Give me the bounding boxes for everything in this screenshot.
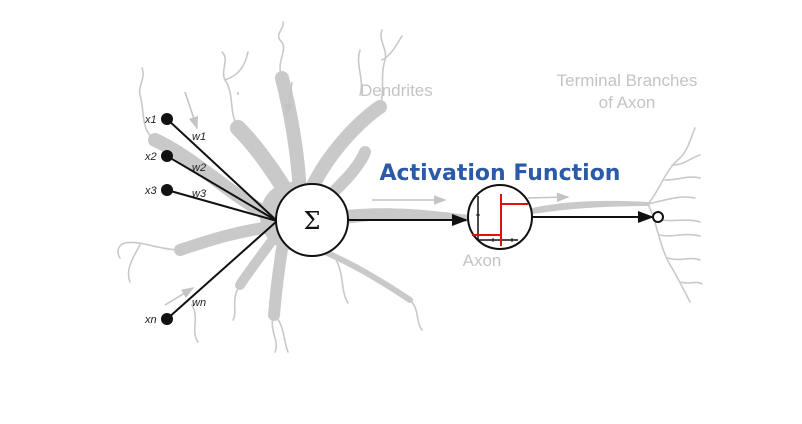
- input-node-x1: [161, 113, 173, 125]
- input-label-x2: x2: [144, 151, 157, 163]
- dendrites-label: Dendrites: [360, 81, 433, 100]
- activation-function-title: Activation Function: [380, 161, 621, 186]
- weight-label-w1: w1: [192, 131, 206, 143]
- input-label-x1: x1: [144, 114, 157, 126]
- weight-labels: w1 w2 w3 wn: [192, 131, 207, 309]
- terminal-branches-label-line1: Terminal Branches: [557, 71, 698, 90]
- weight-label-w2: w2: [192, 162, 206, 174]
- step-function-plot: [472, 194, 528, 246]
- wire-x1: [166, 118, 278, 222]
- input-labels: x1 x2 x3 xn: [144, 114, 158, 326]
- wire-x3: [166, 189, 278, 222]
- input-nodes: [161, 113, 173, 325]
- input-node-x2: [161, 150, 173, 162]
- activation-node: [467, 184, 533, 250]
- flow-arrow-axon-2: [527, 192, 570, 203]
- weight-label-w3: w3: [192, 188, 207, 200]
- input-label-x3: x3: [144, 185, 158, 197]
- summation-node: Σ: [275, 183, 349, 257]
- output-node: [652, 211, 664, 223]
- wire-x2: [166, 155, 278, 222]
- input-wires: [166, 118, 278, 320]
- neuron-cell-body: [148, 71, 648, 321]
- flow-arrow-dendrite-1: [184, 91, 199, 130]
- weight-label-wn: wn: [192, 297, 206, 309]
- dendrite-branches: [117, 21, 423, 353]
- input-node-x3: [161, 184, 173, 196]
- flow-arrow-dendrite-2: [283, 81, 294, 117]
- input-node-xn: [161, 313, 173, 325]
- input-label-xn: xn: [144, 314, 157, 326]
- flow-arrow-dendrite-3: [164, 287, 195, 306]
- axon-label: Axon: [463, 251, 502, 270]
- wire-xn: [166, 220, 278, 320]
- axon-terminal-branches: [647, 127, 703, 303]
- sigma-symbol: Σ: [304, 207, 321, 235]
- terminal-branches-label-line2: of Axon: [599, 93, 656, 112]
